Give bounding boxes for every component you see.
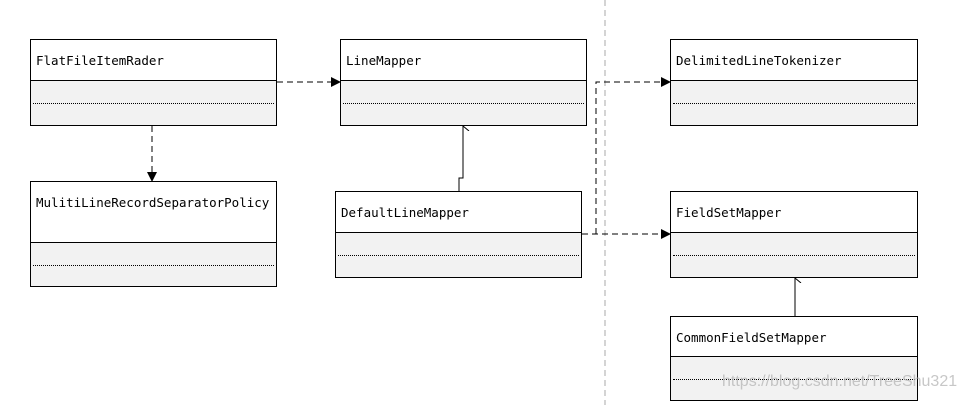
class-members-section (671, 232, 917, 277)
class-box-default-line-mapper[interactable]: DefaultLineMapper (335, 191, 582, 278)
class-members-section (671, 356, 917, 400)
class-box-multiline-policy[interactable]: MulitiLineRecordSeparatorPolicy (30, 181, 277, 287)
class-box-common-field-set-mapper[interactable]: CommonFieldSetMapper (670, 316, 918, 401)
watermark: https://blog.csdn.net/TreeShu321 (722, 373, 958, 390)
section-separator (673, 378, 915, 380)
class-members-section (31, 80, 276, 125)
class-members-section (671, 80, 917, 125)
class-name: DelimitedLineTokenizer (676, 53, 842, 68)
section-separator (343, 103, 584, 104)
section-separator (33, 264, 274, 266)
class-name: DefaultLineMapper (341, 205, 469, 220)
edge-defaultlinemapper-to-tokenizer (595, 77, 671, 234)
edge-defaultlinemapper-to-linemapper (458, 126, 463, 191)
class-box-line-mapper[interactable]: LineMapper (340, 39, 587, 126)
class-name: LineMapper (346, 53, 422, 68)
section-separator (673, 255, 915, 256)
class-members-section (31, 242, 276, 286)
class-members-section (341, 80, 586, 125)
section-separator (673, 103, 915, 104)
class-box-field-set-mapper[interactable]: FieldSetMapper (670, 191, 918, 278)
class-box-delimited-line-tokenizer[interactable]: DelimitedLineTokenizer (670, 39, 918, 126)
class-members-section (336, 232, 581, 277)
class-box-flat-file-item-reader[interactable]: FlatFileItemRader (30, 39, 277, 126)
class-name: FieldSetMapper (676, 205, 782, 220)
section-separator (338, 255, 579, 256)
class-name: CommonFieldSetMapper (676, 330, 827, 345)
section-separator (33, 103, 274, 104)
class-name: FlatFileItemRader (36, 53, 164, 68)
class-name: MulitiLineRecordSeparatorPolicy (36, 195, 270, 210)
